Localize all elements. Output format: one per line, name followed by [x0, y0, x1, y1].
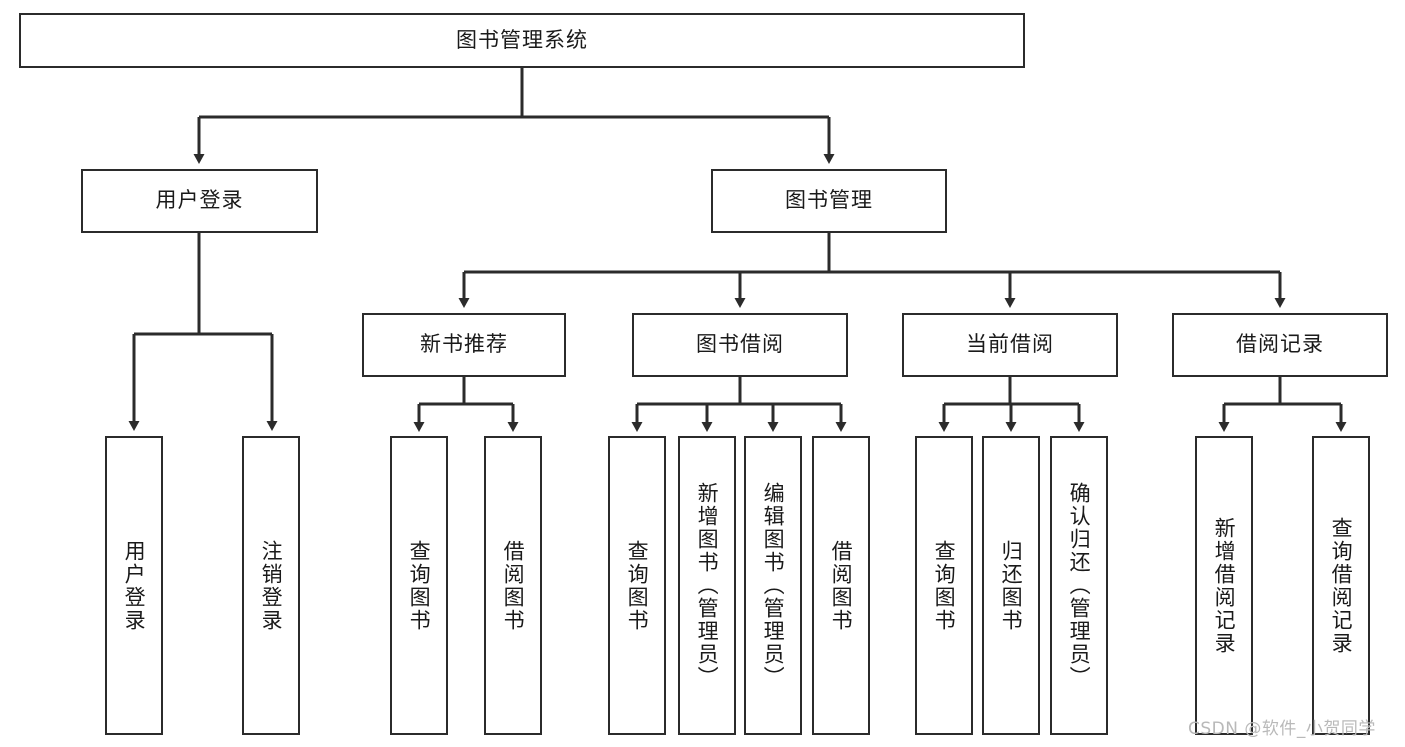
- node-label: 查询借阅记录: [1329, 516, 1354, 655]
- leaf-borrow-book-2[interactable]: 借阅图书: [812, 436, 870, 735]
- leaf-add-book[interactable]: 新增图书（管理员）: [678, 436, 736, 735]
- node-label: 归还图书: [999, 539, 1024, 632]
- node-label: 用户登录: [122, 539, 147, 632]
- node-user-login[interactable]: 用户登录: [81, 169, 318, 233]
- leaf-query-record[interactable]: 查询借阅记录: [1312, 436, 1370, 735]
- leaf-user-logout[interactable]: 注销登录: [242, 436, 300, 735]
- node-new-book-rec[interactable]: 新书推荐: [362, 313, 566, 377]
- node-label: 图书管理: [785, 188, 873, 213]
- node-root-system[interactable]: 图书管理系统: [19, 13, 1025, 68]
- node-borrow-record[interactable]: 借阅记录: [1172, 313, 1388, 377]
- node-label: 确认归还（管理员）: [1067, 482, 1092, 689]
- node-current-borrow[interactable]: 当前借阅: [902, 313, 1118, 377]
- leaf-edit-book[interactable]: 编辑图书（管理员）: [744, 436, 802, 735]
- node-label: 注销登录: [259, 539, 284, 632]
- leaf-confirm-return[interactable]: 确认归还（管理员）: [1050, 436, 1108, 735]
- node-book-borrow[interactable]: 图书借阅: [632, 313, 848, 377]
- leaf-query-book-2[interactable]: 查询图书: [608, 436, 666, 735]
- node-label: 借阅图书: [501, 539, 526, 632]
- leaf-borrow-book-1[interactable]: 借阅图书: [484, 436, 542, 735]
- leaf-query-book-3[interactable]: 查询图书: [915, 436, 973, 735]
- node-label: 新书推荐: [420, 332, 508, 357]
- leaf-query-book-1[interactable]: 查询图书: [390, 436, 448, 735]
- leaf-return-book[interactable]: 归还图书: [982, 436, 1040, 735]
- node-label: 查询图书: [407, 539, 432, 632]
- node-label: 借阅记录: [1236, 332, 1324, 357]
- node-label: 编辑图书（管理员）: [761, 482, 786, 689]
- watermark-text: CSDN @软件_小贺同学: [1188, 719, 1376, 739]
- node-label: 新增借阅记录: [1212, 516, 1237, 655]
- node-label: 新增图书（管理员）: [695, 482, 720, 689]
- leaf-user-login[interactable]: 用户登录: [105, 436, 163, 735]
- node-book-manage[interactable]: 图书管理: [711, 169, 947, 233]
- node-label: 用户登录: [155, 188, 244, 213]
- node-label: 当前借阅: [966, 332, 1054, 357]
- leaf-add-record[interactable]: 新增借阅记录: [1195, 436, 1253, 735]
- node-label: 图书管理系统: [456, 27, 588, 52]
- node-label: 图书借阅: [696, 332, 784, 357]
- node-label: 查询图书: [932, 539, 957, 632]
- node-label: 查询图书: [625, 539, 650, 632]
- node-label: 借阅图书: [829, 539, 854, 632]
